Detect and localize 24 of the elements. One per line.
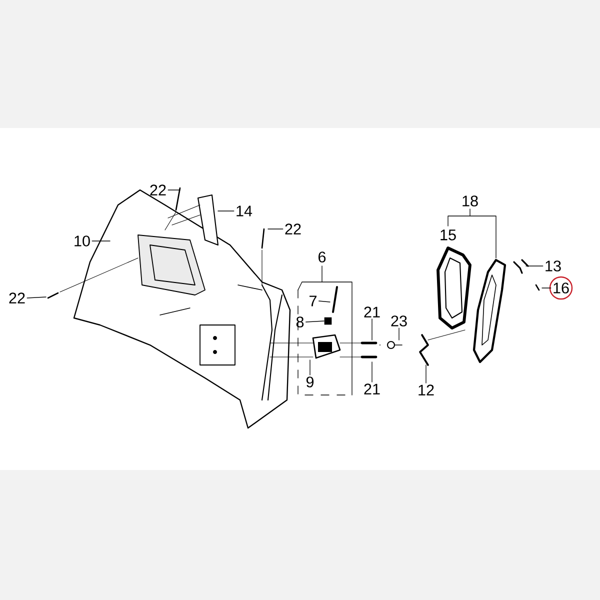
leader-line [306, 320, 324, 322]
leader-line [218, 210, 234, 212]
leader-line [268, 228, 284, 230]
callout-number: 16 [554, 282, 569, 294]
callout-number: 8 [296, 316, 304, 328]
callout-number: 21 [364, 306, 380, 318]
leader-line [398, 328, 400, 340]
leader-line [26, 296, 46, 298]
callout-number: 22 [285, 224, 301, 234]
callout-number: 21 [364, 384, 380, 394]
callout-number: 7 [310, 296, 316, 306]
callout-number: 22 [150, 184, 166, 196]
callout-number: 9 [306, 376, 314, 388]
callout-number: 18 [462, 196, 478, 206]
leader-line [318, 300, 330, 302]
callout-number: 15 [440, 230, 456, 240]
callout-number: 14 [236, 206, 252, 216]
leader-line [92, 240, 110, 242]
callout-number: 13 [546, 260, 561, 272]
callout-number: 10 [74, 236, 90, 246]
callout-number: 23 [391, 316, 407, 326]
callout-number: 12 [418, 384, 434, 396]
callout-number: 22 [9, 292, 25, 304]
callout-number: 6 [318, 252, 326, 262]
